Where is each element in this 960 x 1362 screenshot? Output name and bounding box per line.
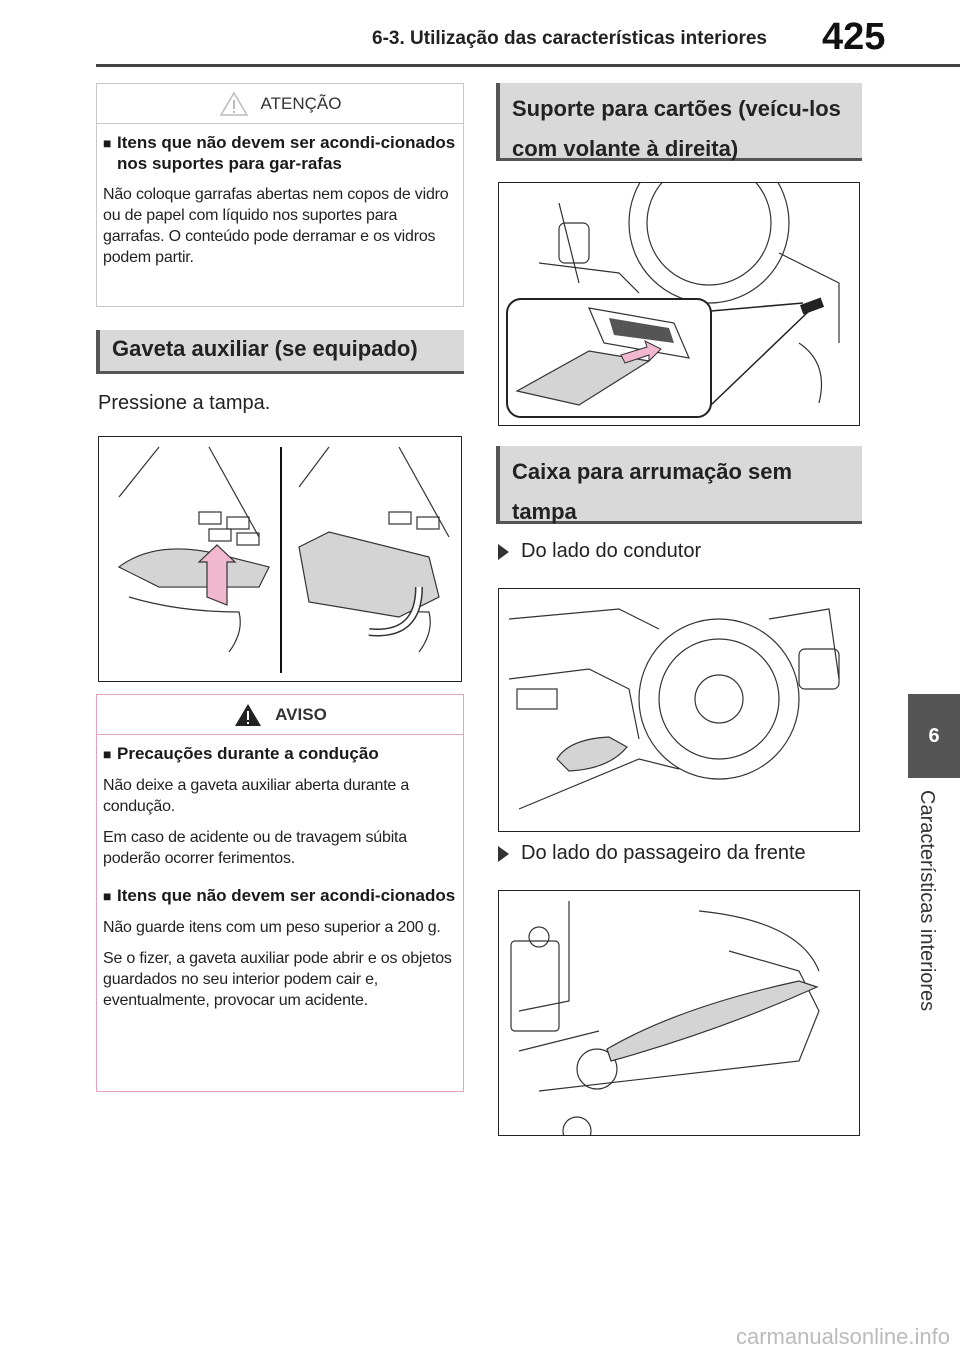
attention-item-title-row: ■ Itens que não devem ser acondi-cionado… [103, 132, 457, 174]
section-header-title: 6-3. Utilização das características inte… [372, 28, 767, 49]
chapter-label-container: Características interiores [912, 786, 952, 1036]
bullet-square-icon: ■ [103, 135, 112, 151]
section-heading-card-holder: Suporte para cartões (veícu-los com vola… [496, 83, 862, 161]
header-rule [96, 64, 960, 67]
warning-triangle-icon [219, 91, 248, 116]
warning-item1-text1: Não deixe a gaveta auxiliar aberta duran… [103, 777, 410, 815]
card-holder-illustration [506, 183, 840, 418]
chapter-label: Características interiores [916, 790, 938, 1012]
arrow-bullet-icon [498, 845, 509, 862]
figure-driver-tray [498, 588, 860, 832]
aux-drawer-illustration [117, 446, 450, 673]
figure-card-holder [498, 182, 860, 426]
warning-box: AVISO ■ Precauções durante a condução Nã… [96, 694, 464, 1092]
driver-side-label-row: Do lado do condutor [498, 540, 701, 563]
watermark: carmanualsonline.info [735, 1324, 950, 1349]
section-heading-open-tray: Caixa para arrumação sem tampa [496, 446, 862, 524]
warning-triangle-icon [235, 703, 262, 726]
attention-box: ATENÇÃO ■ Itens que não devem ser acondi… [96, 83, 464, 307]
warning-item1-title: Precauções durante a condução [117, 744, 379, 763]
warning-item2-title-row: ■ Itens que não devem ser acondi-cionado… [103, 885, 457, 907]
bullet-square-icon: ■ [103, 888, 112, 904]
warning-box-header: AVISO [97, 695, 463, 735]
figure-aux-drawer [98, 436, 462, 682]
warning-item2-text2: Se o fizer, a gaveta auxiliar pode abrir… [103, 950, 452, 1009]
figure-passenger-tray [498, 890, 860, 1136]
attention-heading: ATENÇÃO [260, 93, 342, 113]
warning-item2-title: Itens que não devem ser acondi-cionados [117, 886, 456, 905]
attention-box-header: ATENÇÃO [97, 84, 463, 124]
bullet-square-icon: ■ [103, 746, 112, 762]
passenger-tray-illustration [510, 901, 820, 1135]
passenger-side-label: Do lado do passageiro da frente [521, 842, 806, 864]
attention-item-text: Não coloque garrafas abertas nem copos d… [103, 186, 449, 266]
driver-tray-illustration [508, 608, 840, 810]
aux-drawer-instruction: Pressione a tampa. [98, 392, 271, 414]
warning-item1-title-row: ■ Precauções durante a condução [103, 743, 457, 765]
chapter-tab: 6 [908, 694, 960, 778]
warning-item2-text1: Não guarde itens com um peso superior a … [103, 919, 441, 936]
section-heading-aux-drawer: Gaveta auxiliar (se equipado) [96, 330, 464, 374]
warning-item1-text2: Em caso de acidente ou de travagem súbit… [103, 829, 407, 867]
attention-item-title: Itens que não devem ser acondi-cionados … [117, 133, 456, 173]
driver-side-label: Do lado do condutor [521, 540, 702, 562]
passenger-side-label-row: Do lado do passageiro da frente [498, 842, 806, 865]
page-number: 425 [822, 16, 886, 58]
warning-heading: AVISO [275, 704, 327, 724]
arrow-bullet-icon [498, 543, 509, 560]
